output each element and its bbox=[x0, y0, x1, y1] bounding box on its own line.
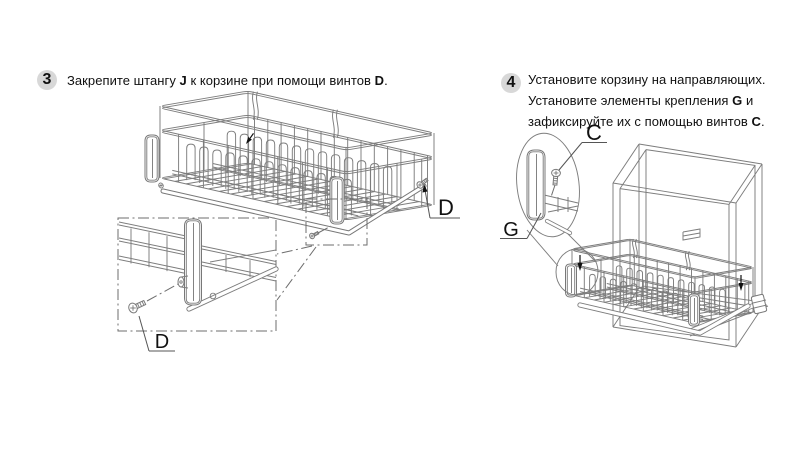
step3-badge: 3 bbox=[37, 70, 57, 90]
insert-arrow-right bbox=[738, 275, 744, 291]
step3-number: 3 bbox=[42, 71, 52, 88]
direction-arrow-small bbox=[246, 133, 254, 144]
step4-instruction: Установите корзину на направляющих.Устан… bbox=[528, 72, 766, 129]
zoom-source-bubble bbox=[555, 248, 599, 296]
label-d-detail: D bbox=[155, 331, 169, 353]
detail-bubble bbox=[516, 132, 599, 296]
step4-badge: 4 bbox=[501, 72, 521, 93]
rod-j bbox=[160, 183, 427, 236]
rod-j-step4 bbox=[577, 302, 751, 336]
bracket-left bbox=[144, 134, 164, 189]
callout-label-g: G bbox=[500, 212, 542, 241]
label-d-main: D bbox=[438, 195, 454, 220]
callout-label-c: C bbox=[558, 120, 607, 171]
callout-label-d-detail: D bbox=[138, 315, 175, 353]
bracket-center bbox=[329, 176, 345, 225]
zoom-source-box bbox=[305, 198, 368, 246]
step3-instruction: Закрепите штангу J к корзине при помощи … bbox=[67, 73, 388, 88]
bracket-left-step4 bbox=[565, 263, 577, 298]
screw-d-main bbox=[416, 177, 429, 189]
step3-basket-drawing bbox=[159, 90, 435, 221]
label-g: G bbox=[503, 219, 519, 241]
step4-basket-drawing bbox=[571, 238, 754, 324]
bracket-center-step4 bbox=[688, 293, 700, 327]
label-c: C bbox=[586, 120, 602, 145]
screw-d-small bbox=[309, 225, 332, 240]
detail-view bbox=[118, 218, 279, 314]
step4-number: 4 bbox=[506, 73, 516, 91]
bracket-g-detail bbox=[526, 149, 579, 236]
callout-label-d-main: D bbox=[422, 184, 460, 220]
detail-zoom-box bbox=[117, 217, 277, 332]
screw-c bbox=[550, 168, 561, 198]
insert-arrow-left bbox=[577, 255, 583, 271]
zoom-cone-lines bbox=[276, 245, 317, 301]
leader-arrowhead bbox=[422, 184, 428, 193]
